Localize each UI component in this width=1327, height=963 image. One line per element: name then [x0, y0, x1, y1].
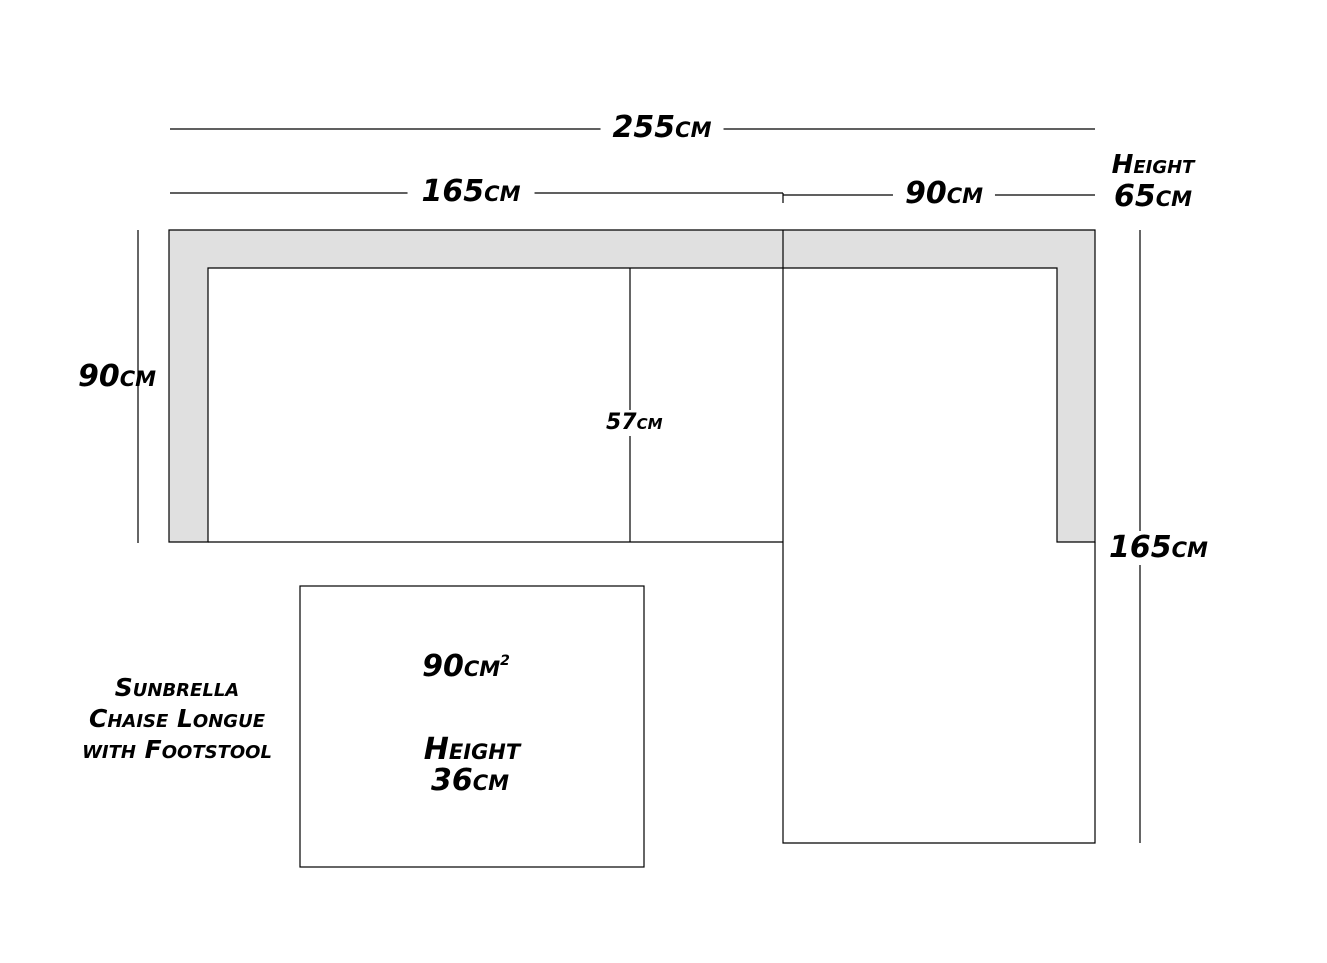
- footstool-outline: [299, 585, 645, 868]
- footstool-size-superscript: 2: [500, 653, 510, 669]
- footstool-size-value: 90cm: [422, 649, 501, 684]
- product-title: Sunbrella Chaise Longue with Footstool: [82, 672, 272, 765]
- seat-depth-label: 57cm: [604, 410, 665, 436]
- footstool-size-label: 90cm2: [422, 652, 510, 682]
- total-width-label: 255cm: [600, 113, 724, 143]
- chaise-outline: [782, 268, 1096, 844]
- sofa-depth-label: 90cm: [78, 359, 157, 394]
- footstool-height-label: Height: [423, 732, 521, 767]
- title-line-1: Sunbrella: [114, 673, 240, 702]
- title-line-2: Chaise Longue: [89, 704, 265, 733]
- sofa-back-and-arms: [168, 229, 1096, 543]
- chaise-length-label: 165cm: [1109, 530, 1208, 565]
- height-label: Height: [1111, 150, 1195, 180]
- chaise-width-label: 90cm: [892, 179, 996, 209]
- height-value: 65cm: [1113, 179, 1193, 214]
- sofa-length-label: 165cm: [407, 177, 535, 207]
- title-line-3: with Footstool: [82, 735, 272, 764]
- footstool-height-value: 36cm: [430, 763, 510, 798]
